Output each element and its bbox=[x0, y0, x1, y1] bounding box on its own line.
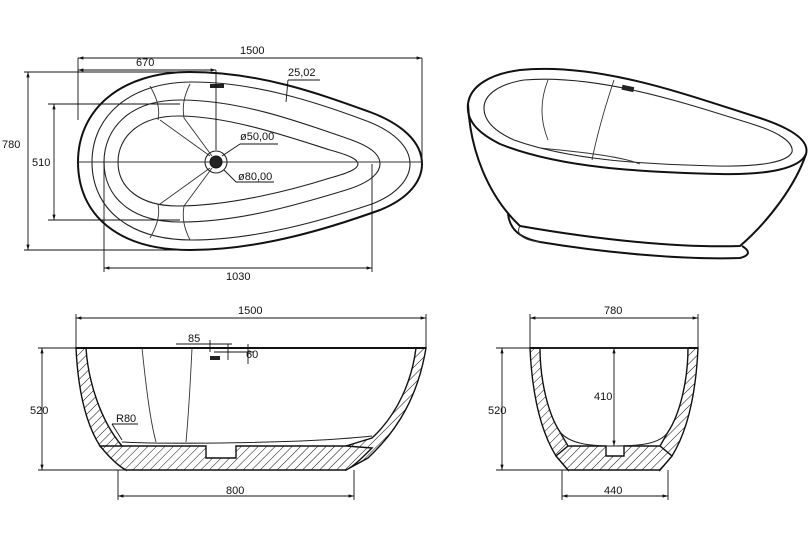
top-dim-drain-large: ø80,00 bbox=[238, 171, 272, 183]
end-dim-inner-depth: 410 bbox=[594, 391, 612, 403]
top-drain-outer bbox=[204, 150, 228, 174]
top-dim-rim-slope: 25,02 bbox=[288, 67, 316, 79]
end-dim-base: 440 bbox=[604, 485, 622, 497]
persp-overflow bbox=[621, 84, 635, 93]
top-dim-inner-length: 1030 bbox=[226, 271, 250, 283]
top-overflow bbox=[210, 84, 224, 88]
end-base bbox=[555, 445, 673, 471]
persp-outer-rim bbox=[466, 67, 808, 176]
top-dim-width: 780 bbox=[2, 139, 20, 151]
end-view: 780 520 410 440 bbox=[488, 305, 699, 500]
side-dim-overflow-offset: 85 bbox=[188, 333, 200, 345]
side-dim-radius: R80 bbox=[116, 413, 136, 425]
persp-body bbox=[467, 103, 807, 248]
top-view: 1500 670 780 510 1030 25,02 ø50,00 ø80,0… bbox=[2, 45, 423, 283]
top-outer-rim bbox=[77, 71, 423, 251]
top-inner-rim bbox=[91, 81, 411, 241]
top-dim-length: 1500 bbox=[240, 45, 264, 57]
top-basin-rim bbox=[103, 99, 381, 223]
end-dim-height: 520 bbox=[488, 405, 506, 417]
top-dim-inner-width: 510 bbox=[32, 157, 50, 169]
side-dim-length: 1500 bbox=[238, 305, 262, 317]
top-drain-inner bbox=[209, 155, 223, 169]
side-view: 85 60 1500 520 R80 800 bbox=[30, 305, 427, 500]
side-dim-base: 800 bbox=[226, 485, 244, 497]
persp-base bbox=[507, 213, 749, 260]
end-dim-width: 780 bbox=[604, 305, 622, 317]
top-dim-drain-offset: 670 bbox=[136, 57, 154, 69]
side-dim-height: 520 bbox=[30, 405, 48, 417]
perspective-view bbox=[466, 67, 808, 260]
side-base bbox=[98, 445, 374, 471]
top-dim-drain-small: ø50,00 bbox=[240, 131, 274, 143]
side-dim-overflow-height: 60 bbox=[246, 349, 258, 361]
persp-inner-rim bbox=[483, 78, 793, 167]
